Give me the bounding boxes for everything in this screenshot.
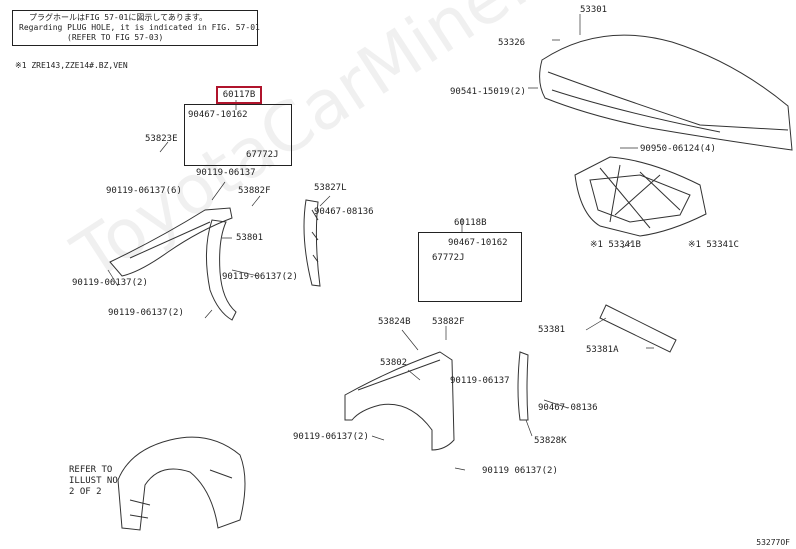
part-label-90950[interactable]: 90950-06124(4): [640, 144, 716, 154]
part-label-53341c[interactable]: ※1 53341C: [688, 240, 739, 250]
part-label-90119-g[interactable]: 90119-06137(2): [293, 432, 369, 442]
part-label-90467-08136-a[interactable]: 90467-08136: [314, 207, 374, 217]
part-label-53341b[interactable]: ※1 53341B: [590, 240, 641, 250]
highlighted-part-60117b[interactable]: 60117B: [216, 86, 262, 104]
part-label-90119-b[interactable]: 90119-06137(6): [106, 186, 182, 196]
part-label-90467-08136-b[interactable]: 90467-08136: [538, 403, 598, 413]
refer-line-1: REFER TO: [69, 465, 113, 475]
part-label-90119-d[interactable]: 90119-06137(2): [72, 278, 148, 288]
part-label-90467-10162-b[interactable]: 90467-10162: [448, 238, 508, 248]
part-label-90119-a[interactable]: 90119-06137: [196, 168, 256, 178]
vin-note: ※1 ZRE143,ZZE14#.BZ,VEN: [15, 61, 128, 70]
part-label-53301[interactable]: 53301: [580, 5, 608, 15]
part-label-90119-h[interactable]: 90119 06137(2): [482, 466, 558, 476]
part-label-60118b[interactable]: 60118B: [454, 218, 487, 228]
part-label-90119-e[interactable]: 90119-06137(2): [108, 308, 184, 318]
fender-left: [109, 207, 233, 277]
part-label-90541[interactable]: 90541-15019(2): [450, 87, 526, 97]
stay-53381: [599, 304, 677, 353]
refer-line-3: 2 OF 2: [69, 487, 102, 497]
part-label-67772j-b[interactable]: 67772J: [432, 253, 465, 263]
note-line-1: プラグホールはFIG 57-01に図示してあります。: [29, 13, 208, 22]
note-box: プラグホールはFIG 57-01に図示してあります。 Regarding PLU…: [12, 10, 260, 46]
group-box-60118b: [418, 232, 522, 302]
note-line-3: (REFER TO FIG 57-03): [67, 33, 164, 42]
fender-right: [344, 351, 455, 451]
group-box-60117b: [184, 104, 292, 166]
part-label-53824b[interactable]: 53824B: [378, 317, 411, 327]
figure-id: 53277OF: [756, 538, 790, 547]
part-label-67772j-a[interactable]: 67772J: [246, 150, 279, 160]
part-label-53801[interactable]: 53801: [236, 233, 264, 243]
part-label-90119-c[interactable]: 90119-06137(2): [222, 272, 298, 282]
fender-bracket: [205, 219, 237, 321]
part-label-53326[interactable]: 53326: [498, 38, 526, 48]
hood-insulator: [574, 156, 707, 237]
hood-panel: [539, 34, 793, 151]
part-label-53827l[interactable]: 53827L: [314, 183, 347, 193]
part-label-53828k[interactable]: 53828K: [534, 436, 567, 446]
refer-line-2: ILLUST NO: [69, 476, 118, 486]
note-line-2: Regarding PLUG HOLE, it is indicated in …: [19, 23, 260, 32]
leader-lines: [107, 14, 654, 471]
part-label-53882f-a[interactable]: 53882F: [238, 186, 271, 196]
part-label-53823e[interactable]: 53823E: [145, 134, 178, 144]
part-label-53381a[interactable]: 53381A: [586, 345, 619, 355]
part-label-90119-f[interactable]: 90119-06137: [450, 376, 510, 386]
part-label-53381[interactable]: 53381: [538, 325, 566, 335]
part-label-90467-10162-a[interactable]: 90467-10162: [188, 110, 248, 120]
part-label-53802[interactable]: 53802: [380, 358, 408, 368]
fender-liner: [117, 436, 246, 531]
part-label-53882f-b[interactable]: 53882F: [432, 317, 465, 327]
refer-note: REFER TO ILLUST NO 2 OF 2: [69, 465, 118, 498]
seal-53827l: [303, 199, 321, 287]
seal-53828k: [517, 351, 529, 421]
